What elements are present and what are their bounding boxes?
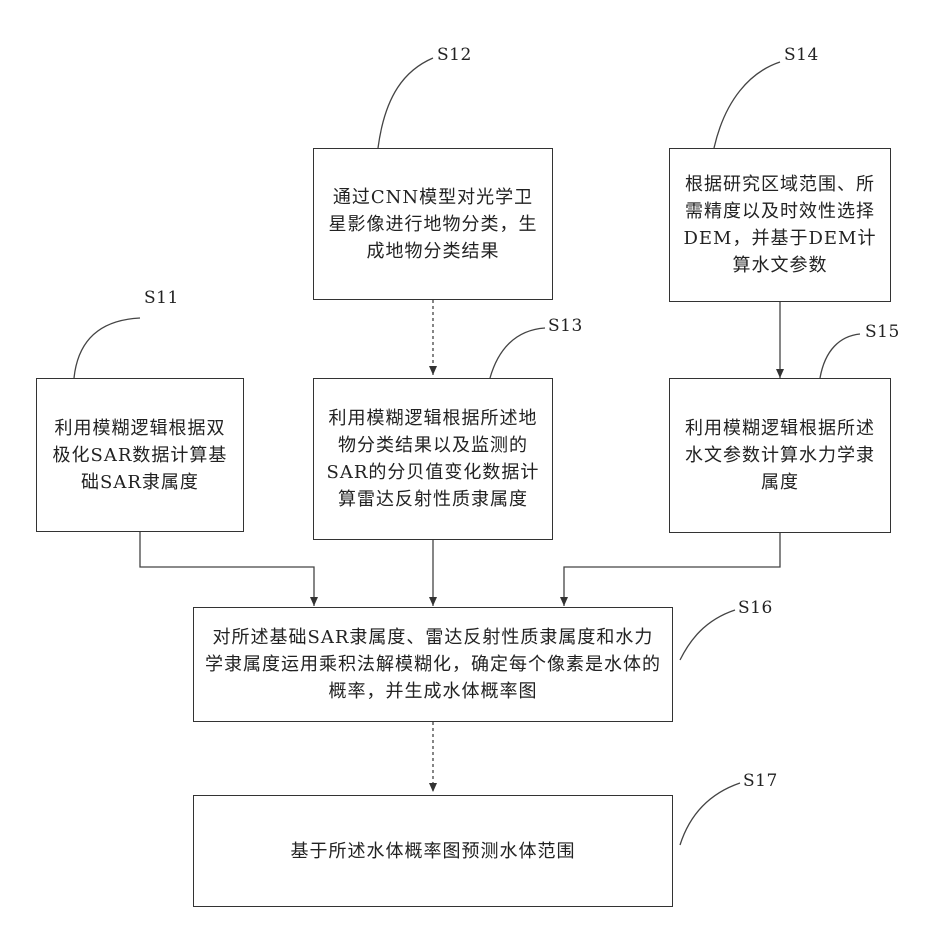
step-text-s13: 利用模糊逻辑根据所述地物分类结果以及监测的SAR的分贝值变化数据计算雷达反射性质… [324, 405, 542, 513]
step-box-s16: 对所述基础SAR隶属度、雷达反射性质隶属度和水力学隶属度运用乘积法解模糊化，确定… [193, 607, 673, 722]
step-label-s15: S15 [865, 322, 900, 342]
step-label-s16: S16 [738, 598, 773, 618]
leader-s11 [74, 318, 140, 378]
step-box-s14: 根据研究区域范围、所需精度以及时效性选择DEM，并基于DEM计算水文参数 [669, 148, 891, 302]
leader-s15 [820, 334, 860, 378]
step-text-s14: 根据研究区域范围、所需精度以及时效性选择DEM，并基于DEM计算水文参数 [680, 171, 880, 279]
step-box-s15: 利用模糊逻辑根据所述水文参数计算水力学隶属度 [669, 378, 891, 533]
step-label-s14: S14 [784, 45, 819, 65]
step-text-s12: 通过CNN模型对光学卫星影像进行地物分类，生成地物分类结果 [324, 184, 542, 265]
arrow-s15-s16 [564, 533, 780, 606]
step-label-s13: S13 [548, 316, 583, 336]
step-text-s15: 利用模糊逻辑根据所述水文参数计算水力学隶属度 [680, 415, 880, 496]
arrow-s11-s16 [140, 532, 314, 606]
step-text-s17: 基于所述水体概率图预测水体范围 [291, 838, 576, 865]
leader-s17 [680, 783, 740, 845]
step-label-s17: S17 [743, 771, 778, 791]
step-label-s11: S11 [144, 288, 179, 308]
leader-s12 [378, 58, 433, 148]
step-box-s13: 利用模糊逻辑根据所述地物分类结果以及监测的SAR的分贝值变化数据计算雷达反射性质… [313, 378, 553, 540]
step-text-s16: 对所述基础SAR隶属度、雷达反射性质隶属度和水力学隶属度运用乘积法解模糊化，确定… [204, 624, 662, 705]
leader-s14 [714, 62, 780, 148]
leader-s13 [490, 328, 545, 378]
leader-s16 [680, 610, 735, 660]
step-box-s12: 通过CNN模型对光学卫星影像进行地物分类，生成地物分类结果 [313, 148, 553, 300]
step-label-s12: S12 [437, 45, 472, 65]
step-text-s11: 利用模糊逻辑根据双极化SAR数据计算基础SAR隶属度 [47, 415, 233, 496]
step-box-s11: 利用模糊逻辑根据双极化SAR数据计算基础SAR隶属度 [36, 378, 244, 532]
step-box-s17: 基于所述水体概率图预测水体范围 [193, 795, 673, 907]
